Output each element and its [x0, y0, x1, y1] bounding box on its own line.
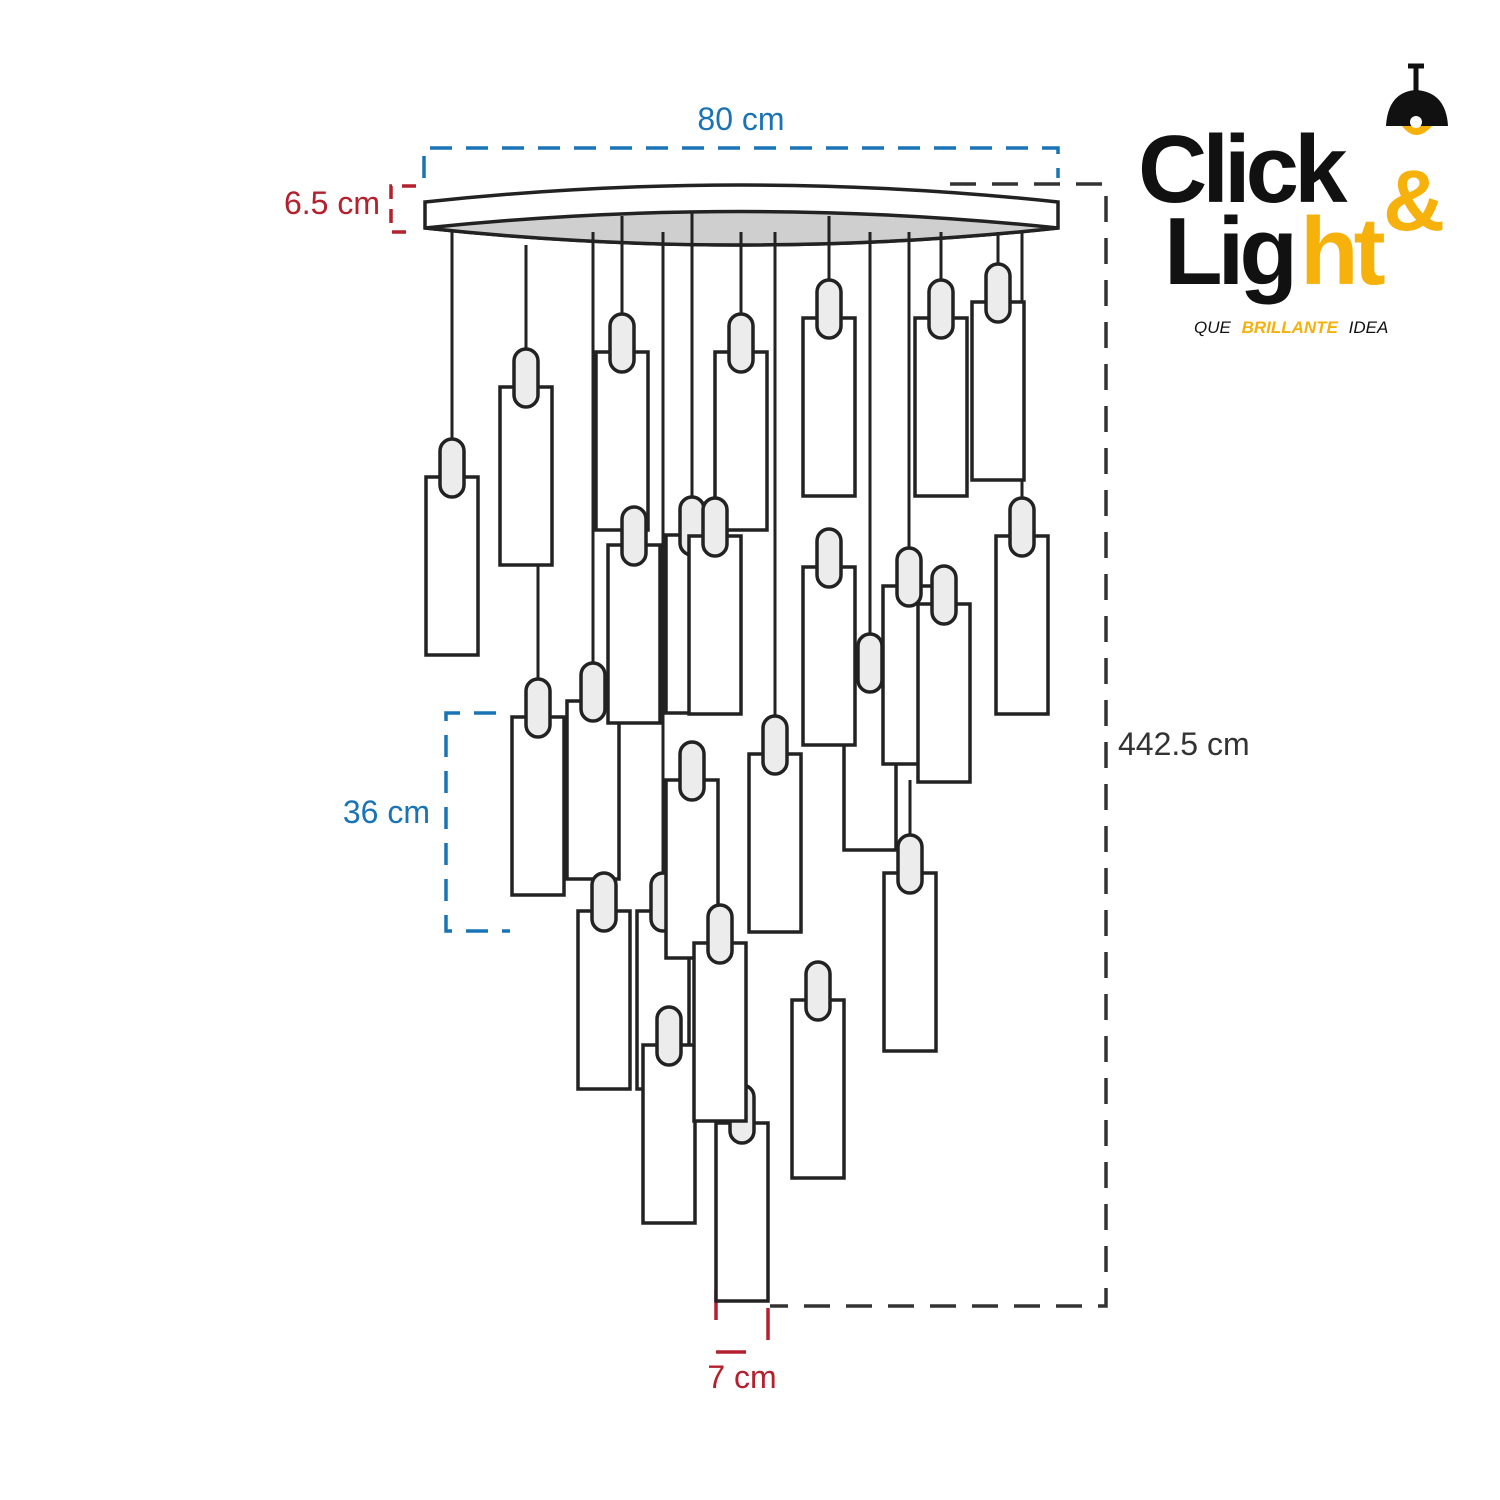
pendant-socket — [815, 527, 843, 589]
pendant-lamp — [747, 714, 803, 934]
tagline-idea: IDEA — [1349, 318, 1389, 337]
pendant-shade — [565, 699, 621, 881]
pendant-shade — [801, 316, 857, 498]
brand-word-lig: Lig — [1164, 198, 1293, 305]
pendant-socket — [815, 278, 843, 340]
pendant-height-label: 36 cm — [343, 794, 430, 830]
pendant-shade — [714, 1121, 770, 1303]
pendant-lamp — [606, 505, 662, 725]
pendant-socket — [620, 505, 648, 567]
pendant-shade — [916, 602, 972, 784]
pendant-shade — [790, 998, 846, 1180]
pendant-lamp — [687, 496, 743, 716]
pendant-shade — [801, 565, 857, 747]
pendant-shade — [882, 871, 938, 1053]
brand-word-ht: ht — [1300, 198, 1385, 305]
pendant-lamp — [916, 564, 972, 784]
pendant-lamp — [424, 437, 480, 657]
canopy-height-dimension-line — [389, 184, 416, 234]
pendant-lamp — [510, 677, 566, 897]
pendant-shade — [913, 316, 969, 498]
pendant-socket — [895, 546, 923, 608]
pendant-socket — [727, 312, 755, 374]
pendant-socket — [930, 564, 958, 626]
pendant-lamp — [576, 871, 632, 1091]
pendant-shade — [606, 543, 662, 725]
pendant-shade — [747, 752, 803, 934]
pendant-lamp — [801, 278, 857, 498]
pendant-lamp — [641, 1005, 697, 1225]
pendant-socket — [856, 632, 884, 694]
pendant-lamp — [882, 833, 938, 1053]
brand-ampersand: & — [1383, 153, 1445, 249]
pendants — [424, 262, 1050, 1303]
canopy-height-label: 6.5 cm — [284, 185, 380, 221]
total-height-dimension-line — [770, 182, 1108, 1308]
pendant-shade — [994, 534, 1050, 716]
pendant-shade — [970, 300, 1026, 482]
pendant-lamp — [790, 960, 846, 1180]
pendant-shade — [510, 715, 566, 897]
brand-word-click: Click — [1138, 116, 1348, 223]
pendant-shade — [692, 941, 748, 1123]
pendant-lamp — [801, 527, 857, 747]
pendant-shade — [687, 534, 743, 716]
width-label: 80 cm — [697, 101, 784, 137]
tagline-brillante: BRILLANTE — [1242, 318, 1339, 337]
pendant-height-dimension-line — [444, 711, 510, 933]
pendant-socket — [524, 677, 552, 739]
brand-logo: Click & Lig ht QUE BRILLANTE IDEA — [1138, 63, 1448, 337]
pendant-shade — [576, 909, 632, 1091]
pendant-socket — [927, 278, 955, 340]
pendant-socket — [761, 714, 789, 776]
pendant-lamp — [913, 278, 969, 498]
pendant-lamp — [594, 312, 650, 532]
pendant-lamp — [498, 347, 554, 567]
pendant-shade — [594, 350, 650, 532]
pendant-socket — [678, 740, 706, 802]
pendant-socket — [655, 1005, 683, 1067]
pendant-socket — [608, 312, 636, 374]
pendant-shade — [498, 385, 554, 567]
pendant-lamp — [565, 661, 621, 881]
pendant-socket — [706, 903, 734, 965]
pendant-lamp — [692, 903, 748, 1123]
pendant-socket — [804, 960, 832, 1022]
pendant-socket — [579, 661, 607, 723]
pendant-width-label: 7 cm — [707, 1359, 776, 1395]
pendant-lamp — [970, 262, 1026, 482]
brand-tagline: QUE BRILLANTE IDEA — [1194, 318, 1388, 337]
pendant-socket — [590, 871, 618, 933]
pendant-socket — [1008, 496, 1036, 558]
canopy — [423, 183, 1060, 247]
pendant-shade — [641, 1043, 697, 1225]
pendant-socket — [896, 833, 924, 895]
total-height-label: 442.5 cm — [1118, 726, 1250, 762]
pendant-socket — [984, 262, 1012, 324]
tagline-que: QUE — [1194, 318, 1232, 337]
ceiling-lamp-icon — [1386, 63, 1448, 135]
pendant-lamp — [994, 496, 1050, 716]
width-dimension-line — [422, 146, 1060, 178]
pendant-socket — [512, 347, 540, 409]
pendant-lamp — [713, 312, 769, 532]
pendant-socket — [701, 496, 729, 558]
pendant-socket — [438, 437, 466, 499]
pendant-shade — [424, 475, 480, 657]
